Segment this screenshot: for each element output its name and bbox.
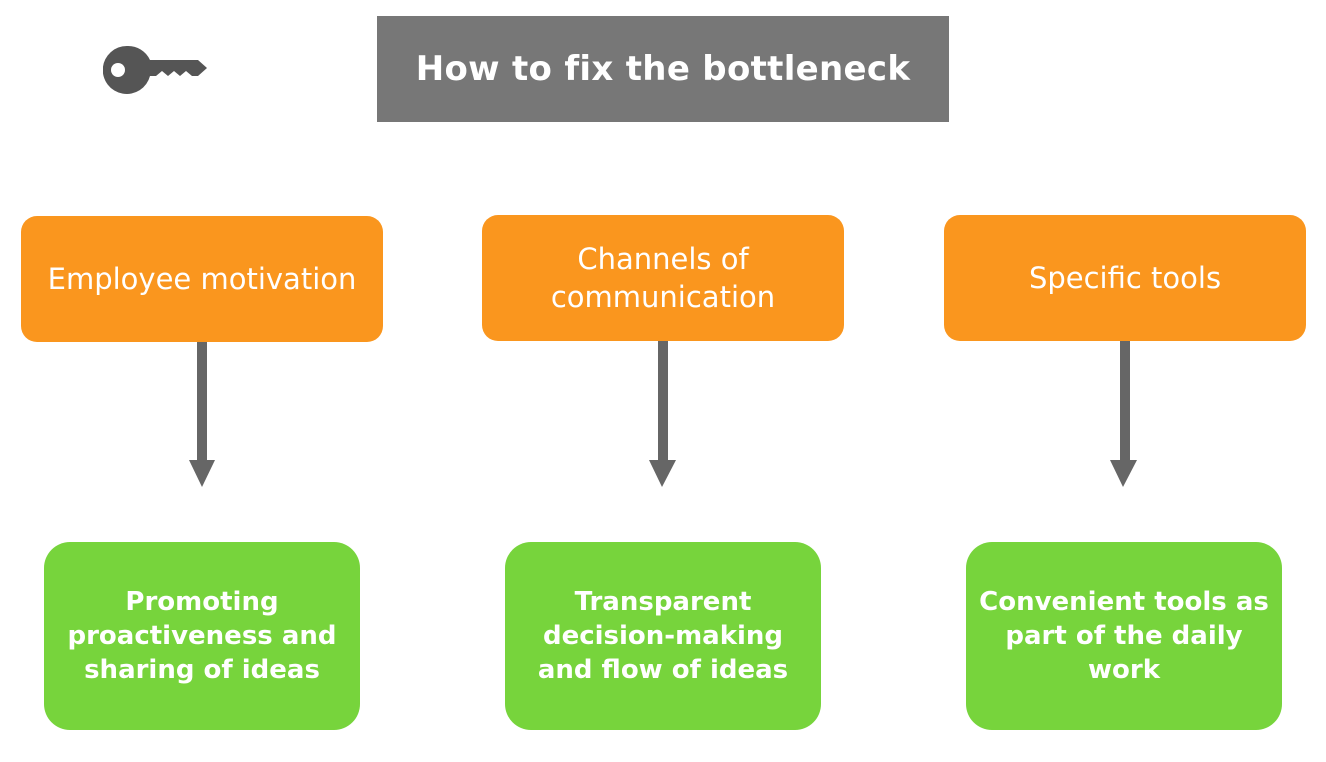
result-label: Convenient tools as part of the daily wo… xyxy=(979,587,1269,685)
arrow-tools xyxy=(1110,341,1137,487)
category-box-tools: Specific tools xyxy=(944,215,1306,341)
arrow-channels xyxy=(649,341,676,487)
result-box-motivation: Promoting proactiveness and sharing of i… xyxy=(44,542,360,730)
result-box-channels: Transparent decision-making and flow of … xyxy=(505,542,821,730)
category-label: Employee motivation xyxy=(47,262,357,296)
result-box-tools: Convenient tools as part of the daily wo… xyxy=(966,542,1282,730)
category-label: Specific tools xyxy=(1028,261,1222,295)
key-icon xyxy=(103,45,207,94)
result-label: Transparent decision-making and flow of … xyxy=(537,587,789,685)
category-box-motivation: Employee motivation xyxy=(21,216,383,342)
page-title: How to fix the bottleneck xyxy=(415,49,911,89)
category-box-channels: Channels of communication xyxy=(482,215,844,341)
title-box: How to fix the bottleneck xyxy=(377,16,949,122)
category-label: Channels of communication xyxy=(550,242,776,314)
arrow-motivation xyxy=(189,342,215,487)
result-label: Promoting proactiveness and sharing of i… xyxy=(67,587,337,685)
